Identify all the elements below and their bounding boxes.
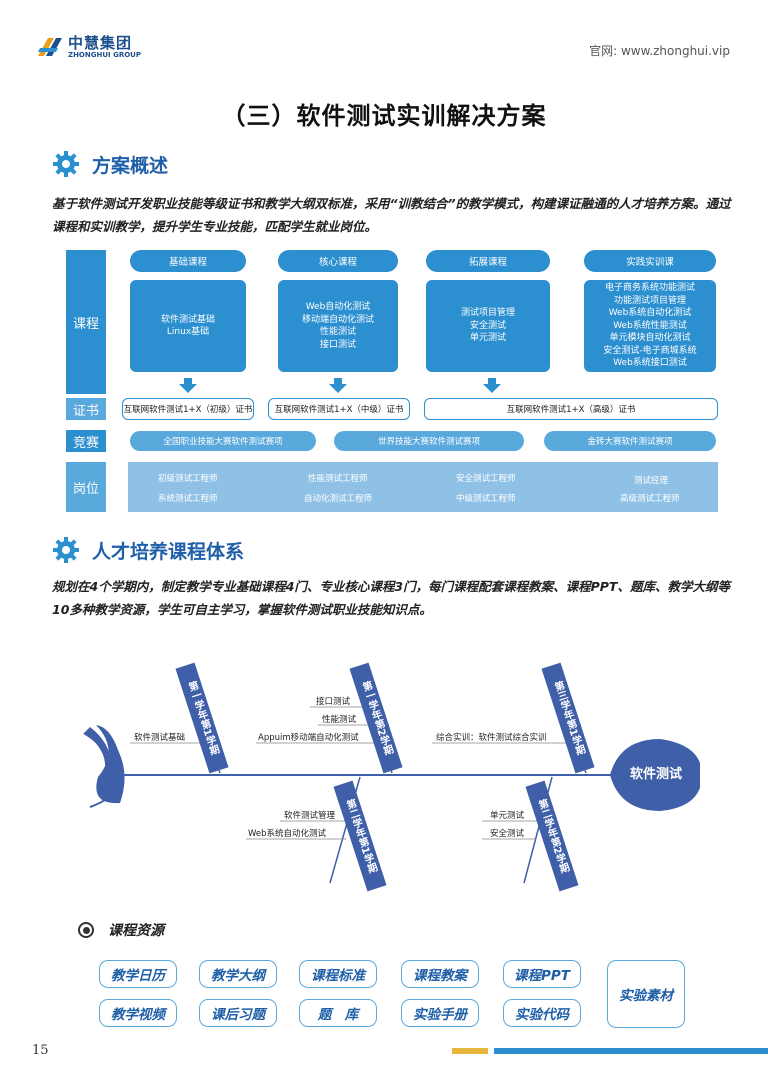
fishbone-head-label: 软件测试 bbox=[629, 767, 682, 782]
company-logo: 中慧集团 ZHONGHUI GROUP bbox=[36, 34, 141, 60]
course-item: 移动端自动化测试 bbox=[301, 314, 374, 325]
logo-name-cn: 中慧集团 bbox=[68, 34, 133, 52]
competition-brics: 金砖大赛软件测试赛项 bbox=[544, 431, 716, 451]
job-item: 系统测试工程师 bbox=[158, 494, 218, 504]
curriculum-paragraph: 规划在4个学期内，制定教学专业基础课程4门、专业核心课程3门，每门课程配套课程教… bbox=[52, 579, 730, 617]
course-item: 安全测试 bbox=[469, 320, 506, 331]
course-box-core: Web自动化测试 移动端自动化测试 性能测试 接口测试 bbox=[278, 280, 398, 372]
course-item: 安全测试-电子商城系统 bbox=[603, 345, 697, 356]
row-label-cert: 证书 bbox=[66, 398, 106, 420]
course-item: 软件测试基础 bbox=[160, 314, 215, 325]
website-url: 官网: www.zhonghui.vip bbox=[589, 44, 730, 58]
resources-heading: 课程资源 bbox=[78, 920, 164, 940]
section-title: 方案概述 bbox=[92, 154, 169, 177]
fishbone-diagram: 软件测试基础 接口测试 性能测试 Appuim移动端自动化测试 综合实训：软件测… bbox=[80, 655, 700, 895]
competition-world: 世界技能大赛软件测试赛项 bbox=[334, 431, 524, 451]
down-arrow-icon bbox=[179, 378, 197, 393]
section-title: 人才培养课程体系 bbox=[92, 540, 245, 563]
fishbone-item: 性能测试 bbox=[322, 715, 357, 725]
course-item: 接口测试 bbox=[319, 339, 356, 350]
course-header-basic: 基础课程 bbox=[130, 250, 246, 272]
course-header-core: 核心课程 bbox=[278, 250, 398, 272]
course-item: 性能测试 bbox=[319, 327, 356, 337]
job-bar bbox=[128, 462, 718, 512]
competition-national: 全国职业技能大赛软件测试赛项 bbox=[130, 431, 316, 451]
course-overview-diagram: 课程 证书 竞赛 岗位 基础课程 核心课程 拓展课程 实践实训课 软件测试基础 … bbox=[66, 250, 718, 512]
resource-course-standard[interactable]: 课程标准 bbox=[299, 960, 377, 988]
fishbone-skeleton bbox=[83, 666, 700, 884]
course-item: Web系统接口测试 bbox=[613, 358, 687, 369]
fishbone-item: 接口测试 bbox=[316, 697, 351, 707]
fishbone-item: 软件测试基础 bbox=[134, 733, 186, 743]
footer-accent-bar bbox=[452, 1048, 488, 1054]
logo-name-en: ZHONGHUI GROUP bbox=[68, 51, 141, 59]
job-item: 性能测试工程师 bbox=[308, 474, 368, 484]
course-header-extend: 拓展课程 bbox=[426, 250, 550, 272]
course-box-extend: 测试项目管理 安全测试 单元测试 bbox=[426, 280, 550, 372]
job-item: 安全测试工程师 bbox=[456, 474, 516, 484]
page-number: 15 bbox=[32, 1043, 49, 1058]
down-arrow-icon bbox=[329, 378, 347, 393]
down-arrow-icon bbox=[483, 378, 501, 393]
job-item: 初级测试工程师 bbox=[158, 474, 218, 484]
row-label-job: 岗位 bbox=[66, 462, 106, 512]
resource-course-ppt[interactable]: 课程PPT bbox=[503, 960, 581, 988]
footer-bar bbox=[494, 1048, 768, 1054]
resources-title: 课程资源 bbox=[108, 923, 164, 939]
course-item: Web系统自动化测试 bbox=[608, 308, 692, 319]
resource-lab-manual[interactable]: 实验手册 bbox=[401, 999, 479, 1027]
course-item: Linux基础 bbox=[166, 327, 210, 337]
resource-exercises[interactable]: 课后习题 bbox=[199, 999, 277, 1027]
row-label-course: 课程 bbox=[66, 250, 106, 394]
resource-teaching-calendar[interactable]: 教学日历 bbox=[99, 960, 177, 988]
fishbone-item: 安全测试 bbox=[490, 829, 525, 839]
course-item: Web系统性能测试 bbox=[613, 320, 687, 331]
fishbone-item: Appuim移动端自动化测试 bbox=[258, 733, 359, 743]
overview-paragraph: 基于软件测试开发职业技能等级证书和教学大纲双标准，采用“训教结合”的教学模式，构… bbox=[52, 196, 731, 234]
course-item: Web自动化测试 bbox=[305, 302, 371, 312]
resource-lab-material[interactable]: 实验素材 bbox=[607, 960, 685, 1028]
cert-junior: 互联网软件测试1+X（初级）证书 bbox=[122, 398, 254, 420]
job-item: 测试经理 bbox=[634, 476, 669, 486]
job-item: 中级测试工程师 bbox=[456, 494, 516, 504]
logo-icon bbox=[36, 34, 64, 60]
resource-question-bank[interactable]: 题 库 bbox=[299, 999, 377, 1027]
resource-lesson-plan[interactable]: 课程教案 bbox=[401, 960, 479, 988]
fishbone-item: 单元测试 bbox=[490, 811, 525, 821]
resource-teaching-video[interactable]: 教学视频 bbox=[99, 999, 177, 1027]
section-heading-overview: 方案概述 bbox=[52, 150, 168, 178]
resource-lab-code[interactable]: 实验代码 bbox=[503, 999, 581, 1027]
page-title: （三）软件测试实训解决方案 bbox=[221, 102, 547, 130]
radio-bullet-icon bbox=[78, 922, 94, 938]
gear-icon bbox=[53, 151, 79, 177]
resource-syllabus[interactable]: 教学大纲 bbox=[199, 960, 277, 988]
row-label-competition: 竞赛 bbox=[66, 430, 106, 452]
course-item: 电子商务系统功能测试 bbox=[604, 283, 695, 294]
fishbone-item: 综合实训：软件测试综合实训 bbox=[436, 733, 547, 743]
course-box-practice: 电子商务系统功能测试 功能测试项目管理 Web系统自动化测试 Web系统性能测试… bbox=[584, 280, 716, 372]
course-item: 单元测试 bbox=[469, 333, 506, 344]
course-item: 测试项目管理 bbox=[460, 308, 515, 319]
cert-intermediate: 互联网软件测试1+X（中级）证书 bbox=[268, 398, 410, 420]
course-header-practice: 实践实训课 bbox=[584, 250, 716, 272]
job-item: 自动化测试工程师 bbox=[304, 494, 373, 504]
fishbone-item: Web系统自动化测试 bbox=[248, 829, 327, 839]
course-box-basic: 软件测试基础 Linux基础 bbox=[130, 280, 246, 372]
job-item: 高级测试工程师 bbox=[620, 494, 680, 504]
cert-senior: 互联网软件测试1+X（高级）证书 bbox=[424, 398, 718, 420]
section-heading-curriculum: 人才培养课程体系 bbox=[52, 536, 244, 564]
course-item: 单元模块自动化测试 bbox=[609, 333, 691, 344]
course-item: 功能测试项目管理 bbox=[613, 295, 686, 306]
gear-icon bbox=[53, 537, 79, 563]
fishbone-item: 软件测试管理 bbox=[284, 811, 336, 821]
